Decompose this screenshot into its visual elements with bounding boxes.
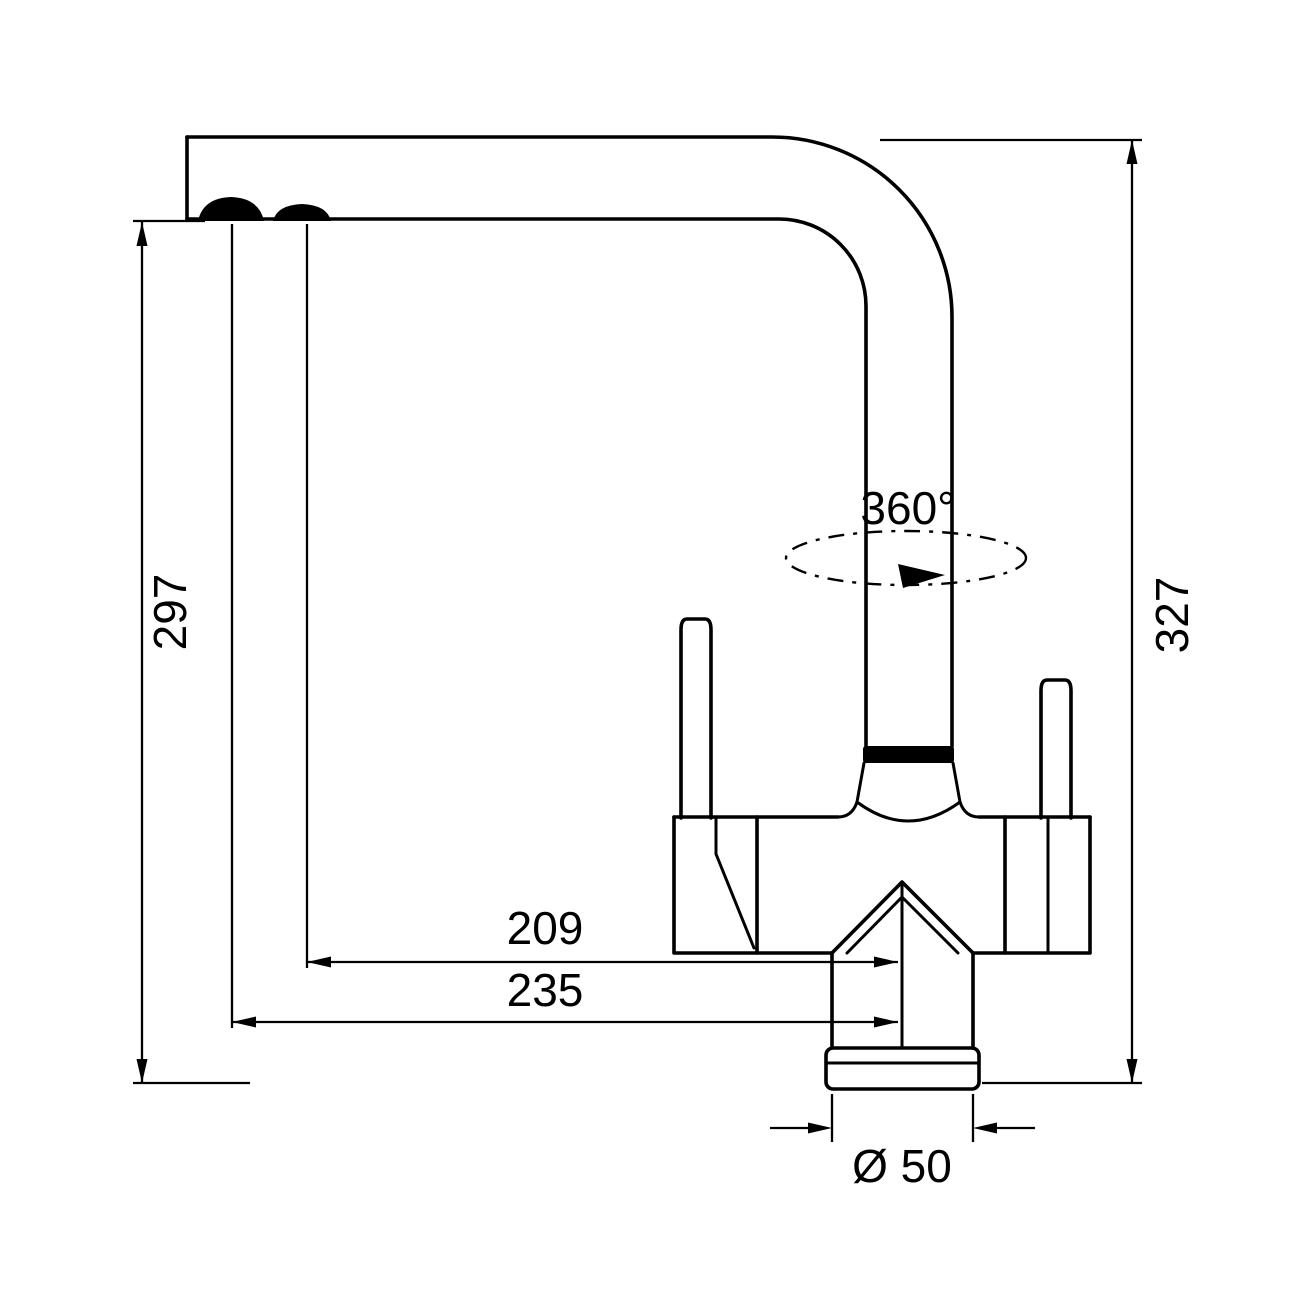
arrowhead-d50-left <box>808 1122 832 1134</box>
joint-shoulder-right <box>958 800 981 819</box>
arrowhead-327-bottom <box>1126 1059 1138 1083</box>
spout-outer-edge <box>185 135 954 748</box>
dimension-base-diameter: Ø 50 <box>770 1094 1035 1192</box>
arrowhead-209-left <box>307 956 331 968</box>
joint-flare-right <box>951 761 962 804</box>
riser-joint-band <box>863 746 954 763</box>
aerator-bump-small <box>273 204 331 221</box>
base-flange <box>824 1046 981 1091</box>
faucet-swivel-joint <box>836 746 981 823</box>
left-handle-lever <box>679 617 713 820</box>
arrowhead-327-top <box>1126 140 1138 164</box>
arrowhead-297-bottom <box>136 1059 148 1083</box>
base-diameter-dimension-label: Ø 50 <box>852 1140 952 1192</box>
arrowhead-209-right <box>874 956 898 968</box>
joint-flare-left <box>855 761 866 804</box>
dimension-spout-height: 297 <box>133 219 250 1085</box>
dimension-total-height: 327 <box>880 138 1198 1085</box>
faucet-handles <box>679 617 1073 820</box>
dimension-total-reach: 235 <box>230 224 898 1028</box>
faucet-base <box>824 951 981 1091</box>
spout-inner-edge <box>185 217 868 748</box>
total-height-dimension-label: 327 <box>1146 577 1198 654</box>
arrowhead-235-left <box>232 1016 256 1028</box>
faucet-spout <box>185 135 954 748</box>
arrowhead-235-right <box>874 1016 898 1028</box>
arrowhead-d50-right <box>973 1122 997 1134</box>
spout-reach-dimension-label: 209 <box>507 902 584 954</box>
joint-bottom-curve <box>855 800 962 823</box>
spout-height-dimension-label: 297 <box>144 574 196 651</box>
dimension-spout-reach: 209 <box>305 224 898 968</box>
faucet-body <box>672 815 1092 1050</box>
body-chevron-outer <box>830 880 975 955</box>
joint-shoulder-left <box>836 800 859 819</box>
rotation-arrow-icon <box>898 564 945 588</box>
body-left-cap <box>672 815 759 955</box>
body-left-lever-slant <box>714 816 756 950</box>
arrowhead-297-top <box>136 222 148 246</box>
right-handle-lever <box>1039 678 1073 820</box>
total-reach-dimension-label: 235 <box>507 964 584 1016</box>
swivel-angle-label: 360° <box>860 482 955 534</box>
aerator-bump-large <box>198 197 264 221</box>
swivel-annotation: 360° <box>784 482 1028 588</box>
